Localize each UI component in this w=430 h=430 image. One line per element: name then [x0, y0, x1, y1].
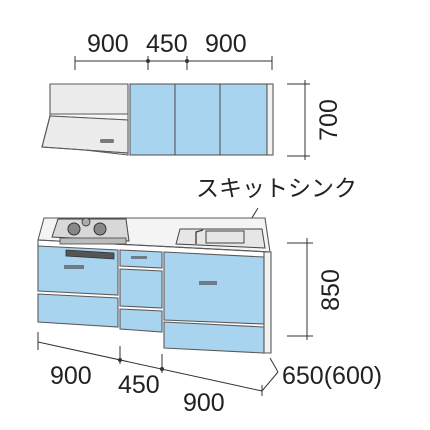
wall-door-2	[174, 83, 221, 156]
sink-title: スキットシンク	[196, 176, 357, 202]
stove-control-panel	[65, 249, 115, 260]
base-width-middle-label: 450	[118, 371, 160, 399]
burner-icon	[67, 222, 81, 236]
wall-height-label: 700	[315, 99, 343, 141]
wall-cabinet-side-panel	[266, 83, 274, 156]
base-side-panel	[263, 251, 272, 354]
wall-width-dimension-line	[74, 56, 273, 70]
drawer-handle-icon	[64, 265, 84, 269]
base-middle-drawer	[119, 268, 163, 309]
gas-stove	[51, 217, 130, 245]
base-left-bottom-drawer	[37, 293, 119, 328]
faucet-icon	[195, 229, 204, 244]
base-depth-dimension-line	[261, 357, 279, 392]
wall-cabinet-doors	[129, 83, 274, 156]
base-height-dimension-line	[287, 238, 313, 340]
drawer-handle-icon	[199, 281, 217, 285]
base-cabinet-doors	[37, 245, 272, 354]
base-right-bottom-drawer	[163, 321, 265, 354]
base-width-left-label: 900	[50, 362, 92, 390]
burner-icon	[93, 222, 107, 236]
wall-door-1	[129, 83, 176, 156]
base-width-right-label: 900	[183, 389, 225, 417]
wall-width-right-label: 900	[205, 30, 247, 58]
base-height-label: 850	[317, 269, 345, 311]
wall-width-middle-label: 450	[146, 30, 188, 58]
range-hood	[41, 83, 129, 156]
base-right-top-drawer	[163, 251, 265, 325]
sink-basin	[175, 228, 266, 249]
hood-control-icon	[100, 139, 114, 143]
base-middle-bottom-drawer	[119, 308, 163, 333]
wall-height-dimension-line	[287, 80, 310, 160]
base-depth-label: 650(600)	[282, 362, 382, 390]
drawer-handle-icon	[131, 256, 147, 259]
wall-door-3	[219, 83, 268, 156]
sink-rack-icon	[205, 230, 245, 244]
wall-width-left-label: 900	[87, 30, 129, 58]
burner-icon	[81, 217, 91, 227]
